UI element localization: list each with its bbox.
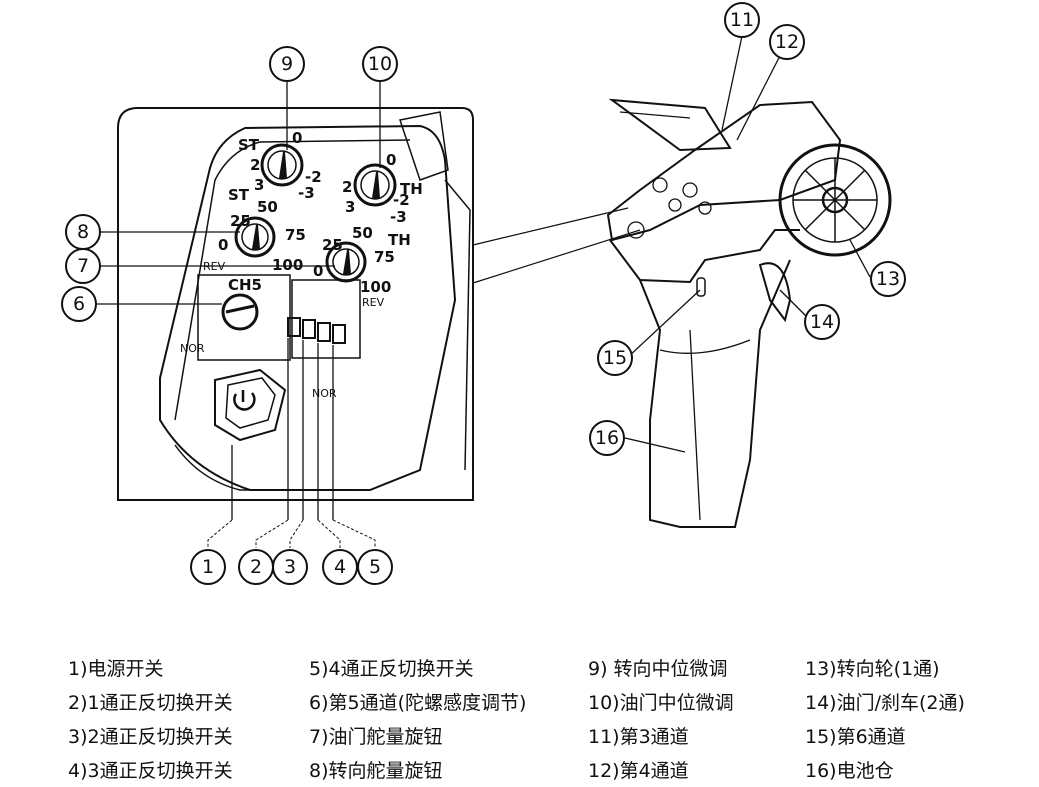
legend-column-1: 1)电源开关 2)1通正反切换开关 3)2通正反切换开关 4)3通正反切换开关 bbox=[68, 652, 233, 787]
callout-11: 11 bbox=[730, 9, 754, 31]
panel-face bbox=[159, 124, 457, 491]
legend-item-5: 5)4通正反切换开关 bbox=[309, 658, 474, 680]
callout-circle-1 bbox=[190, 549, 226, 585]
legend-item-4: 4)3通正反切换开关 bbox=[68, 760, 233, 782]
th-dial-0: 0 bbox=[386, 151, 396, 169]
callout-15: 15 bbox=[603, 347, 627, 369]
st-rate-75: 75 bbox=[285, 226, 306, 244]
callout-circle-3 bbox=[272, 549, 308, 585]
legend-item-2: 2)1通正反切换开关 bbox=[68, 692, 233, 714]
legend-item-11: 11)第3通道 bbox=[588, 726, 689, 748]
legend-item-8: 8)转向舵量旋钮 bbox=[309, 760, 443, 782]
st-dial-2: 2 bbox=[250, 156, 260, 174]
legend-item-1: 1)电源开关 bbox=[68, 658, 164, 680]
th-rate-label: TH bbox=[388, 231, 411, 249]
callout-circle-6 bbox=[61, 286, 97, 322]
callout-circle-11 bbox=[724, 2, 760, 38]
st-dial-0: 0 bbox=[292, 129, 302, 147]
rev-label-right: REV bbox=[362, 296, 385, 309]
legend-item-10: 10)油门中位微调 bbox=[588, 692, 734, 714]
th-dial-neg3: -3 bbox=[390, 208, 407, 226]
callout-circle-16 bbox=[589, 420, 625, 456]
th-dial-neg2: -2 bbox=[393, 191, 410, 209]
legend-item-16: 16)电池仓 bbox=[805, 760, 894, 782]
st-dial-neg3: -3 bbox=[298, 184, 315, 202]
callout-circle-13 bbox=[870, 261, 906, 297]
callout-6: 6 bbox=[73, 293, 85, 315]
callout-circle-12 bbox=[769, 24, 805, 60]
callout-16: 16 bbox=[595, 427, 619, 449]
legend-item-12: 12)第4通道 bbox=[588, 760, 689, 782]
th-rate-knob bbox=[325, 241, 367, 283]
st-rate-25: 25 bbox=[230, 212, 251, 230]
callout-circle-10 bbox=[362, 46, 398, 82]
callout-9: 9 bbox=[281, 53, 293, 75]
st-rate-knob bbox=[234, 216, 276, 258]
st-dial-neg2: -2 bbox=[305, 168, 322, 186]
st-rate-50: 50 bbox=[257, 198, 278, 216]
legend-item-9: 9) 转向中位微调 bbox=[588, 658, 728, 680]
legend-column-2: 5)4通正反切换开关 6)第5通道(陀螺感度调节) 7)油门舵量旋钮 8)转向舵… bbox=[309, 652, 526, 787]
callout-circle-7 bbox=[65, 248, 101, 284]
legend-item-7: 7)油门舵量旋钮 bbox=[309, 726, 443, 748]
callout-circle-9 bbox=[269, 46, 305, 82]
st-rate-0: 0 bbox=[218, 236, 228, 254]
transmitter-body bbox=[606, 98, 892, 528]
st-label: ST bbox=[238, 136, 260, 154]
th-trim-dial bbox=[353, 163, 397, 207]
callout-5: 5 bbox=[369, 556, 381, 578]
th-dial-3: 3 bbox=[345, 198, 355, 216]
callout-8: 8 bbox=[77, 221, 89, 243]
nor-label-right: NOR bbox=[312, 387, 337, 400]
callout-7: 7 bbox=[77, 255, 89, 277]
st-rate-label: ST bbox=[228, 186, 250, 204]
power-button bbox=[214, 368, 287, 442]
callout-circle-15 bbox=[597, 340, 633, 376]
th-rate-100: 100 bbox=[360, 278, 391, 296]
legend-column-4: 13)转向轮(1通) 14)油门/刹车(2通) 15)第6通道 16)电池仓 bbox=[805, 652, 965, 787]
ch5-knob bbox=[221, 293, 259, 331]
callout-3: 3 bbox=[284, 556, 296, 578]
th-rate-25: 25 bbox=[322, 236, 343, 254]
rev-label-left: REV bbox=[203, 260, 226, 273]
zoom-panel-frame bbox=[117, 107, 474, 501]
callout-12: 12 bbox=[775, 31, 799, 53]
th-label: TH bbox=[400, 180, 423, 198]
legend-item-13: 13)转向轮(1通) bbox=[805, 658, 940, 680]
st-trim-dial bbox=[260, 143, 304, 187]
th-dial-2: 2 bbox=[342, 178, 352, 196]
callout-13: 13 bbox=[876, 268, 900, 290]
callout-14: 14 bbox=[810, 311, 834, 333]
callout-2: 2 bbox=[250, 556, 262, 578]
st-dial-3: 3 bbox=[254, 176, 264, 194]
callout-1: 1 bbox=[202, 556, 214, 578]
reverse-switches bbox=[287, 317, 346, 344]
legend-item-6: 6)第5通道(陀螺感度调节) bbox=[309, 692, 527, 714]
legend-item-3: 3)2通正反切换开关 bbox=[68, 726, 233, 748]
callout-10: 10 bbox=[368, 53, 392, 75]
th-rate-0: 0 bbox=[313, 262, 323, 280]
legend-column-3: 9) 转向中位微调 10)油门中位微调 11)第3通道 12)第4通道 bbox=[588, 652, 734, 787]
ch5-label: CH5 bbox=[228, 276, 262, 294]
st-rate-100: 100 bbox=[272, 256, 303, 274]
legend-item-15: 15)第6通道 bbox=[805, 726, 906, 748]
th-rate-75: 75 bbox=[374, 248, 395, 266]
callout-4: 4 bbox=[334, 556, 346, 578]
callout-circle-5 bbox=[357, 549, 393, 585]
callout-circle-14 bbox=[804, 304, 840, 340]
nor-label-left: NOR bbox=[180, 342, 205, 355]
legend-item-14: 14)油门/刹车(2通) bbox=[805, 692, 965, 714]
th-rate-50: 50 bbox=[352, 224, 373, 242]
